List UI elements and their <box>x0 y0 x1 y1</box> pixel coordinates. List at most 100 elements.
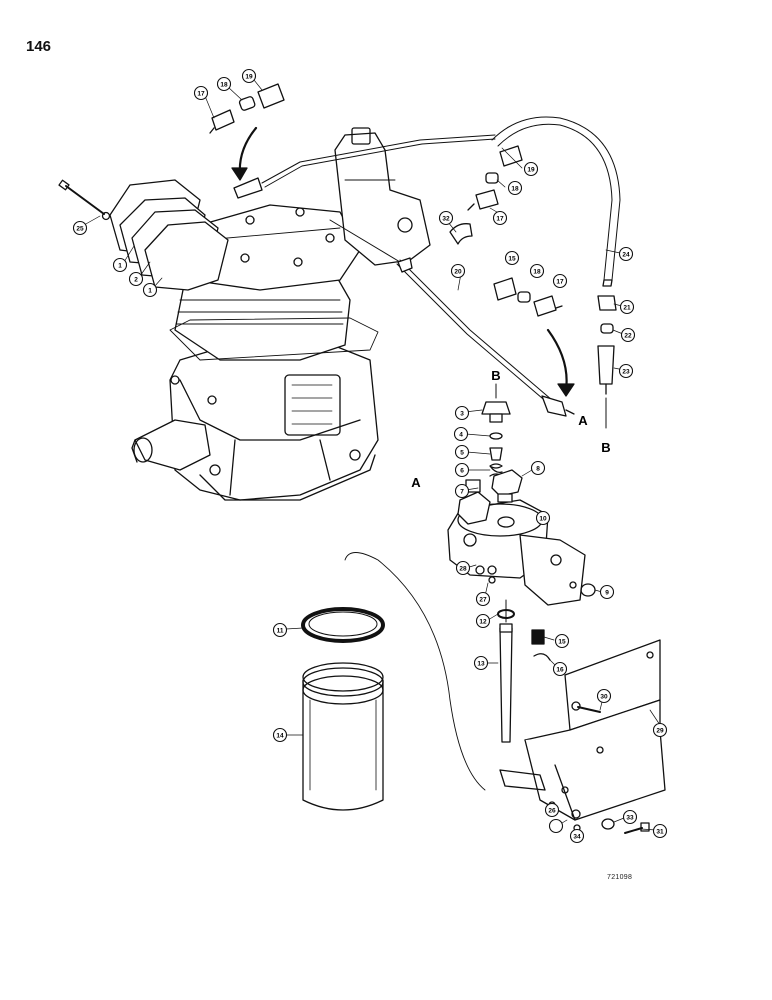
callout-circle <box>552 273 568 289</box>
callout-number: 34 <box>573 833 581 840</box>
callout-number: 17 <box>197 90 205 97</box>
drain-valve-body <box>447 469 596 661</box>
callout-c21: 21 <box>619 299 635 315</box>
callout-circle <box>652 722 668 738</box>
callout-circle <box>544 802 560 818</box>
callout-circle <box>112 257 128 273</box>
callout-c9: 9 <box>599 584 615 600</box>
callout-c22: 22 <box>620 327 636 343</box>
callout-c15a: 15 <box>504 250 520 266</box>
callout-circle <box>523 161 539 177</box>
callout-number: 29 <box>656 727 664 734</box>
callout-c27: 27 <box>475 591 491 607</box>
callout-circle <box>552 661 568 677</box>
callout-c34: 34 <box>569 828 585 844</box>
callout-number: 17 <box>556 278 564 285</box>
callout-number: 31 <box>656 828 664 835</box>
callout-circle <box>72 220 88 236</box>
callout-c14: 14 <box>272 727 288 743</box>
fittings-group-top-left <box>209 83 285 199</box>
callout-circle <box>272 622 288 638</box>
callout-circle <box>241 68 257 84</box>
callout-circle <box>128 271 144 287</box>
callout-number: 10 <box>539 515 547 522</box>
callout-number: 23 <box>622 368 630 375</box>
callout-c17c: 17 <box>552 273 568 289</box>
callout-c12: 12 <box>475 613 491 629</box>
callout-c4: 4 <box>453 426 469 442</box>
callout-circle <box>596 688 612 704</box>
connection-letter-a_line: A <box>578 413 588 428</box>
callout-c18c: 18 <box>529 263 545 279</box>
callout-circle <box>618 363 634 379</box>
callout-c25: 25 <box>72 220 88 236</box>
callout-circle <box>438 210 454 226</box>
fittings-group-right <box>597 295 617 429</box>
callout-number: 7 <box>460 488 464 495</box>
callout-circle <box>569 828 585 844</box>
callout-number: 9 <box>605 589 609 596</box>
fittings-group-middle <box>493 277 575 397</box>
air-compressor-assembly <box>131 127 431 501</box>
callout-circle <box>453 426 469 442</box>
reference-line <box>344 552 486 791</box>
callout-c20: 20 <box>450 263 466 279</box>
callout-c11: 11 <box>272 622 288 638</box>
callout-circle <box>620 327 636 343</box>
callout-circle <box>475 613 491 629</box>
callout-number: 27 <box>479 596 487 603</box>
connection-letter-a_valve: A <box>411 475 421 490</box>
callout-number: 18 <box>511 185 519 192</box>
callout-number: 5 <box>460 449 464 456</box>
callout-circle <box>475 591 491 607</box>
callout-circle <box>507 180 523 196</box>
connection-letter-b_top: B <box>491 368 500 383</box>
gasket-ring-11 <box>301 607 385 643</box>
callout-number: 6 <box>460 467 464 474</box>
callout-circle <box>216 76 232 92</box>
callout-c19a: 19 <box>241 68 257 84</box>
check-valve-stack <box>481 383 511 477</box>
callout-c2: 2 <box>128 271 144 287</box>
callout-number: 13 <box>477 660 485 667</box>
callout-number: 19 <box>527 166 535 173</box>
callout-c7: 7 <box>454 483 470 499</box>
callout-circle <box>492 210 508 226</box>
callout-number: 33 <box>626 814 634 821</box>
callout-c26: 26 <box>544 802 560 818</box>
callout-number: 25 <box>76 225 84 232</box>
callout-circle <box>599 584 615 600</box>
callout-circle <box>450 263 466 279</box>
callout-number: 22 <box>624 332 632 339</box>
callout-number: 18 <box>533 268 541 275</box>
callout-number: 11 <box>277 627 284 634</box>
drawing-code: 721098 <box>607 874 633 881</box>
callout-circle <box>193 85 209 101</box>
air-line-20 <box>261 134 575 417</box>
callout-number: 12 <box>479 618 487 625</box>
callout-c8: 8 <box>530 460 546 476</box>
callout-circle <box>652 823 668 839</box>
callout-c38 <box>548 818 564 834</box>
callout-number: 30 <box>600 693 608 700</box>
drain-tube-13 <box>499 599 513 743</box>
callout-number: 17 <box>496 215 504 222</box>
callout-c23a: 23 <box>618 363 634 379</box>
callout-number: 15 <box>508 255 516 262</box>
callout-c33: 33 <box>622 809 638 825</box>
callout-circle <box>554 633 570 649</box>
callout-number: 14 <box>276 732 284 739</box>
callout-number: 20 <box>454 268 462 275</box>
callout-c6: 6 <box>454 462 470 478</box>
fittings-group-top-right <box>449 145 523 245</box>
callout-c10: 10 <box>535 510 551 526</box>
callout-circle <box>272 727 288 743</box>
callout-circle <box>535 510 551 526</box>
callout-number: 19 <box>245 73 253 80</box>
callout-c29: 29 <box>652 722 668 738</box>
callout-number: 18 <box>220 81 228 88</box>
callout-number: 28 <box>459 565 467 572</box>
callout-circle <box>454 405 470 421</box>
